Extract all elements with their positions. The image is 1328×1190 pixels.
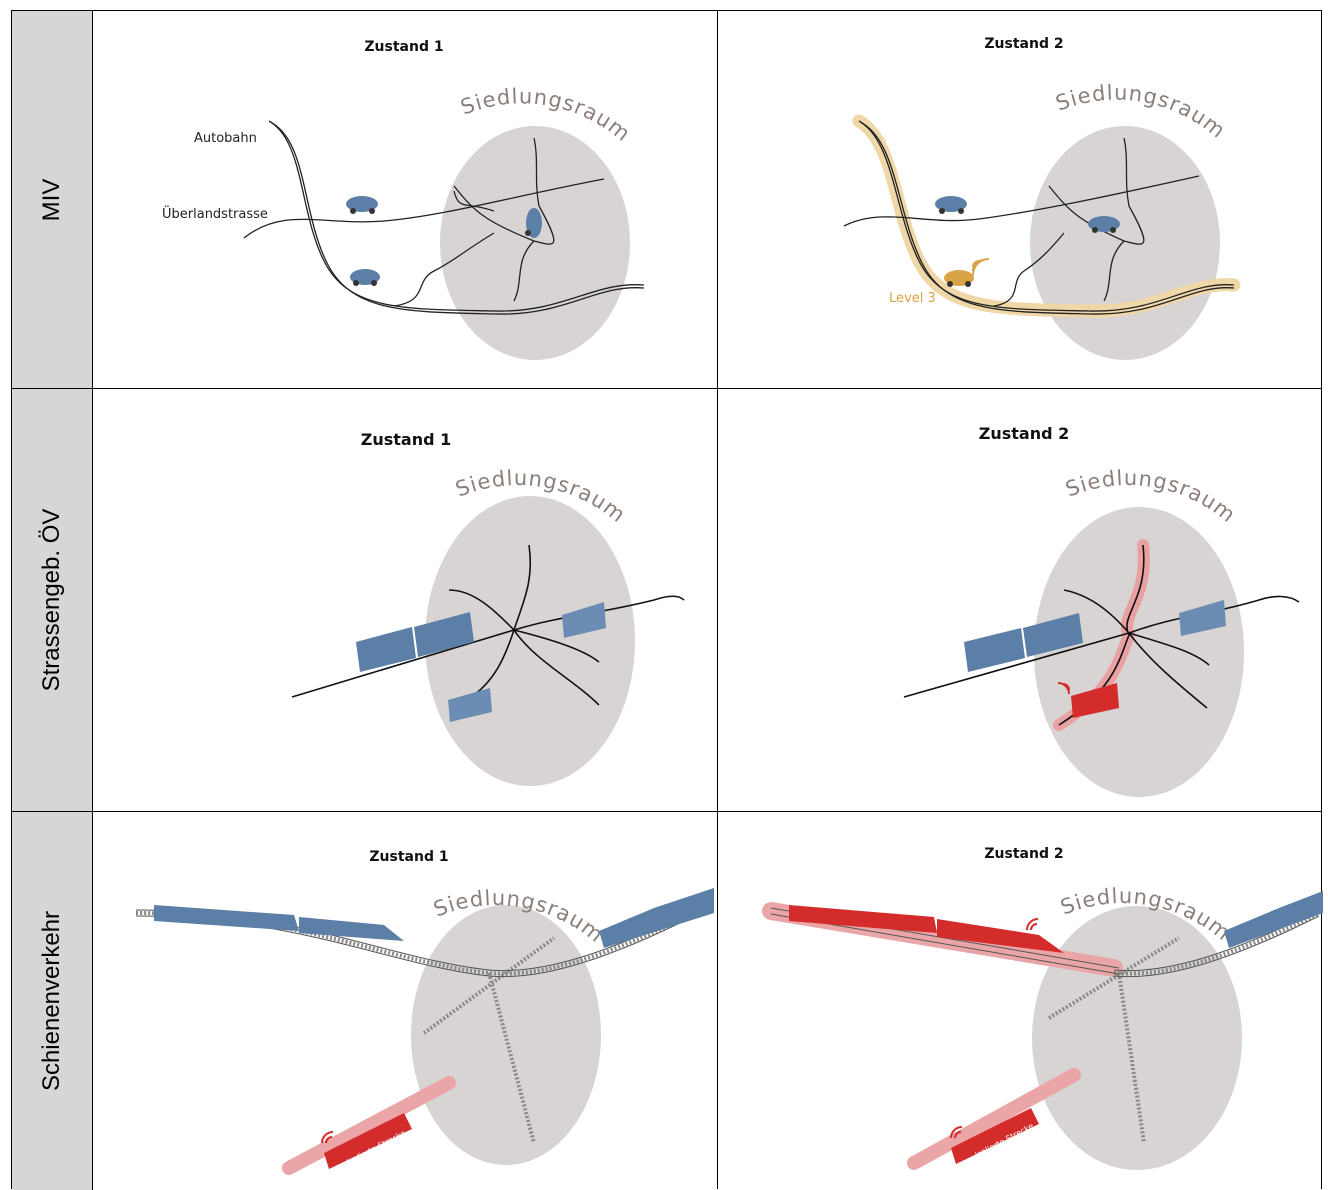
cell-rail-zustand-1: Zustand 1 Siedlungsraum bbox=[94, 813, 717, 1190]
cell-title: Zustand 1 bbox=[361, 430, 452, 449]
settlement-area bbox=[1030, 126, 1220, 360]
cell-oev-zustand-2: Zustand 2 Siedlungsraum bbox=[719, 390, 1323, 811]
row-header-rail: Schienenverkehr bbox=[12, 811, 93, 1190]
row-label-oev: Strassengeb. ÖV bbox=[38, 508, 66, 691]
row-label-miv: MIV bbox=[38, 178, 66, 221]
settlement-area bbox=[1032, 906, 1242, 1170]
car-icon bbox=[1088, 216, 1120, 233]
automated-car-icon bbox=[944, 270, 974, 287]
level-3-label: Level 3 bbox=[889, 291, 936, 306]
car-icon bbox=[350, 269, 380, 286]
comparison-table: MIV Strassengeb. ÖV Schienenverkehr Zust… bbox=[11, 10, 1322, 1189]
cell-oev-zustand-1: Zustand 1 Siedlungsraum bbox=[94, 390, 717, 811]
cell-title: Zustand 1 bbox=[364, 39, 443, 55]
cell-title: Zustand 2 bbox=[979, 424, 1070, 443]
row-divider-2 bbox=[12, 811, 1321, 812]
row-label-rail: Schienenverkehr bbox=[38, 910, 66, 1090]
road-label-ueberland: Überlandstrasse bbox=[162, 205, 268, 222]
cell-title: Zustand 2 bbox=[984, 846, 1063, 862]
cell-rail-zustand-2: Zustand 2 Siedlungsraum bbox=[719, 813, 1323, 1190]
row-header-oev: Strassengeb. ÖV bbox=[12, 388, 93, 811]
signal-icon bbox=[973, 259, 989, 275]
cell-miv-zustand-1: Zustand 1 Siedlungsraum Autobahn Überlan… bbox=[94, 11, 717, 388]
row-divider-1 bbox=[12, 388, 1321, 389]
cell-miv-zustand-2: Zustand 2 Siedlungsraum Level 3 bbox=[719, 11, 1323, 388]
train-icon bbox=[154, 905, 404, 941]
cell-title: Zustand 2 bbox=[984, 36, 1063, 52]
car-icon bbox=[935, 196, 967, 214]
road-label-autobahn: Autobahn bbox=[194, 131, 257, 146]
signal-icon bbox=[1027, 919, 1038, 930]
car-icon bbox=[346, 196, 378, 214]
settlement-area bbox=[440, 126, 630, 360]
column-divider bbox=[717, 11, 718, 1189]
cell-title: Zustand 1 bbox=[369, 849, 448, 865]
train-icon bbox=[1224, 891, 1323, 948]
row-header-miv: MIV bbox=[12, 11, 93, 388]
train-icon bbox=[599, 888, 714, 948]
